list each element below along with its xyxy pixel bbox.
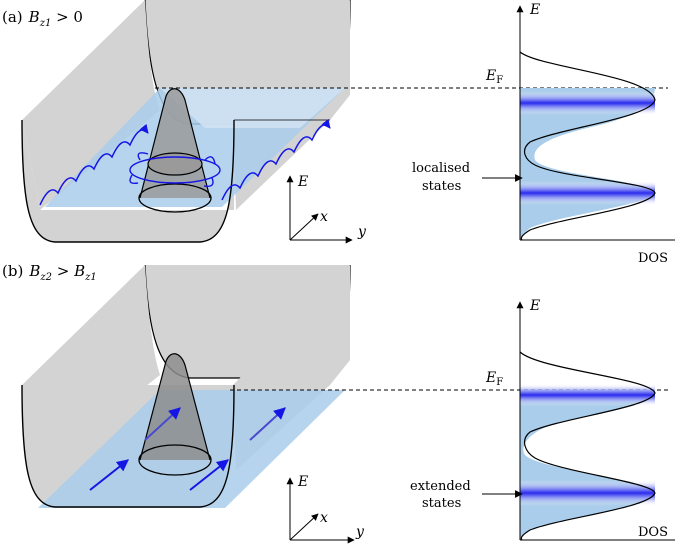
panel-a-label: (a)Bz1 > 0: [2, 8, 83, 29]
potential-wall-left: [22, 0, 160, 210]
impurity-cone-b: [140, 353, 210, 460]
dos-filled-area-b: [520, 390, 655, 540]
dos-axis-label-b: DOS: [638, 525, 668, 540]
panel-b-label: (b)Bz2 > Bz1: [2, 262, 97, 283]
dos-e-label-b: E: [529, 298, 540, 314]
dos-curve-b: [519, 351, 656, 541]
cone-outline: [139, 88, 211, 199]
cone-base: [138, 183, 212, 213]
edge-orbit-left: [39, 123, 149, 206]
extended-arrow-4: [249, 407, 286, 441]
annotation-a-line2: states: [422, 179, 461, 194]
edge-orbit-right: [221, 118, 331, 201]
panel-a: (a)Bz1 > 0 E x: [2, 0, 675, 266]
wall-front-edge: [21, 119, 235, 243]
wall-front-edge-b: [21, 384, 235, 508]
cone-section: [147, 152, 203, 176]
cone-orbit: [129, 156, 221, 184]
dos-band-upper-b: [520, 384, 655, 406]
fermi-label-b: EF: [485, 370, 503, 388]
dos-curve: [519, 51, 656, 241]
fermi-plane-highlight: [160, 88, 345, 128]
axis-y-label-b: y: [355, 524, 365, 540]
dos-a: E EF DOS: [485, 2, 675, 266]
annotation-a-line1: localised: [412, 161, 470, 176]
axes-3d-b: E x y: [286, 474, 365, 544]
extended-arrow-1: [89, 459, 129, 491]
axis-e-label: E: [297, 174, 308, 190]
axes-3d-a: E x y: [286, 174, 367, 244]
extended-arrow-3: [144, 407, 181, 441]
cone-outline-b: [139, 353, 211, 461]
axis-y-label: y: [357, 224, 367, 240]
dos-b: E EF DOS: [485, 298, 675, 541]
extended-arrow-2: [189, 459, 229, 491]
dos-band-upper: [520, 91, 655, 115]
panel-b: (b)Bz2 > Bz1 E x y: [2, 262, 675, 544]
dos-band-lower-b: [520, 480, 655, 506]
annotation-b-line2: states: [422, 496, 461, 511]
axis-x-label-b: x: [320, 510, 328, 526]
fermi-label-a: EF: [485, 68, 503, 86]
annotation-b-line1: extended: [410, 479, 471, 494]
axis-x-label: x: [320, 209, 328, 225]
cone-base-b: [138, 444, 212, 476]
cone-orbit-loops: [129, 152, 216, 188]
axis-e-label-b: E: [297, 474, 308, 490]
dos-axis-label-a: DOS: [638, 251, 668, 266]
dos-e-label: E: [529, 2, 540, 18]
